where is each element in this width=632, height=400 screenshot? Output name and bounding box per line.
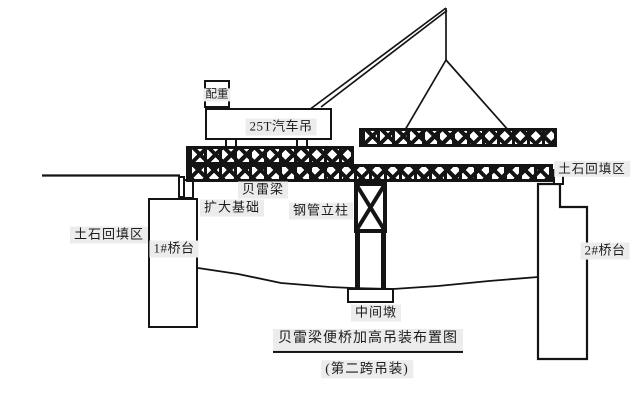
abutment-2-outline — [536, 182, 589, 361]
steel-pipe-column-label: 钢管立柱 — [288, 202, 354, 220]
spread-foundation-label: 扩大基础 — [199, 199, 265, 217]
pier-brace-diagonal-2 — [354, 182, 387, 233]
counterweight-label: 配重 — [203, 88, 231, 102]
bailey-truss-deck — [186, 164, 553, 182]
crane-boom-upper-line — [320, 9, 448, 108]
abutment-2-label: 2#桥台 — [580, 242, 630, 260]
diagram-title: 贝雷梁便桥加高吊装布置图 — [273, 328, 463, 354]
abutment-1-label: 1#桥台 — [149, 240, 199, 258]
backfill-left-label: 土石回填区 — [69, 226, 149, 244]
truck-crane-label: 25T汽车吊 — [245, 118, 317, 136]
sling-left-line — [404, 59, 447, 131]
pier-brace-frame — [354, 182, 387, 233]
abutment-1-body — [148, 198, 198, 328]
diagram-subtitle: (第二跨吊装) — [321, 360, 413, 378]
pier-column-right — [381, 231, 386, 288]
bailey-truss-upper-first-span — [186, 146, 354, 165]
crane-boom-lower-line — [308, 7, 447, 111]
riverbed-line — [197, 267, 539, 290]
left-bearing-block — [183, 179, 194, 199]
bailey-truss-hoisted — [359, 128, 557, 147]
backfill-right-label: 土石回填区 — [554, 160, 630, 178]
bailey-beam-label: 贝雷梁 — [237, 181, 289, 199]
pier-footing — [347, 288, 394, 303]
middle-pier-label: 中间墩 — [350, 304, 402, 322]
sling-right-line — [445, 59, 510, 132]
pier-column-left — [355, 231, 360, 288]
